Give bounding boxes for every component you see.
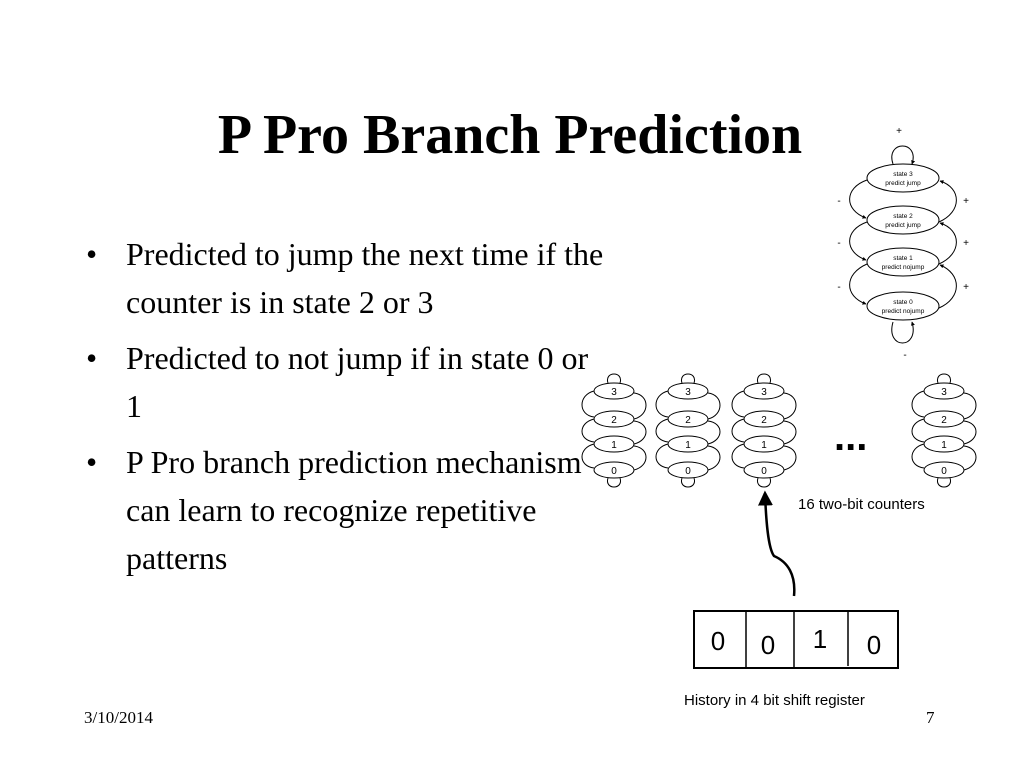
index-arrow-icon — [757, 490, 796, 597]
slide-title: P Pro Branch Prediction — [217, 104, 803, 166]
bullet-text: P Pro branch prediction mechanism can le… — [126, 444, 582, 576]
bullet-dot-icon: • — [86, 236, 98, 272]
counter-state — [593, 461, 635, 479]
bullet-item: • Predicted to jump the next time if the … — [84, 230, 604, 326]
counter-state-label: 2 — [761, 415, 767, 426]
plus-label: + — [963, 196, 969, 207]
bullet-list: • Predicted to jump the next time if the … — [84, 230, 604, 590]
minus-label: - — [837, 282, 840, 293]
state-node — [866, 205, 940, 235]
counter-state-label: 3 — [941, 387, 947, 398]
state-node — [866, 163, 940, 193]
state-label: state 2 — [893, 213, 913, 220]
counter-state-label: 0 — [761, 466, 767, 477]
counter-state — [667, 461, 709, 479]
minus-label: - — [837, 196, 840, 207]
counter-state — [743, 461, 785, 479]
history-bit: 0 — [761, 630, 775, 660]
bullet-item: • Predicted to not jump if in state 0 or … — [84, 334, 604, 430]
counter-state-label: 0 — [611, 466, 617, 477]
bullet-item: • P Pro branch prediction mechanism can l… — [84, 438, 604, 582]
counter-state-label: 2 — [941, 415, 947, 426]
history-register — [693, 610, 899, 669]
state-node — [866, 291, 940, 321]
bullet-dot-icon: • — [86, 340, 98, 376]
two-bit-counter: 3 2 1 0 — [911, 373, 977, 488]
history-bit: 0 — [867, 630, 881, 660]
minus-label: - — [903, 350, 906, 361]
plus-label: + — [896, 126, 902, 137]
counter-state-label: 3 — [685, 387, 691, 398]
counter-state-label: 3 — [761, 387, 767, 398]
state-prediction: predict nojump — [882, 308, 925, 315]
state-label: state 3 — [893, 171, 913, 178]
two-bit-counter: 3 2 1 0 — [581, 373, 647, 488]
history-bit: 0 — [711, 626, 725, 656]
counter-state-label: 2 — [685, 415, 691, 426]
counter-state — [923, 461, 965, 479]
counter-state-label: 1 — [611, 440, 617, 451]
counter-array: 3 2 1 0 3 2 1 0 3 2 1 0 3 2 1 0 — [581, 373, 977, 488]
state-label: state 1 — [893, 255, 913, 262]
ellipsis: ... — [834, 415, 867, 459]
two-bit-counter: 3 2 1 0 — [731, 373, 797, 488]
history-caption: History in 4 bit shift register — [684, 692, 865, 709]
bullet-text: Predicted to jump the next time if the c… — [126, 236, 604, 320]
counter-state-label: 3 — [611, 387, 617, 398]
state-machine — [849, 145, 957, 344]
counter-state-label: 1 — [685, 440, 691, 451]
bullet-text: Predicted to not jump if in state 0 or 1 — [126, 340, 589, 424]
plus-label: + — [963, 238, 969, 249]
state-prediction: predict jump — [885, 180, 921, 187]
bullet-dot-icon: • — [86, 444, 98, 480]
state-node — [866, 247, 940, 277]
counter-state-label: 0 — [685, 466, 691, 477]
counter-state-label: 2 — [611, 415, 617, 426]
history-bit: 1 — [813, 624, 827, 654]
two-bit-counter: 3 2 1 0 — [655, 373, 721, 488]
state-label: state 0 — [893, 299, 913, 306]
counter-state-label: 1 — [941, 440, 947, 451]
counters-caption: 16 two-bit counters — [798, 496, 925, 513]
counter-state-label: 1 — [761, 440, 767, 451]
counter-state-label: 0 — [941, 466, 947, 477]
minus-label: - — [837, 238, 840, 249]
page-number: 7 — [926, 708, 935, 727]
state-prediction: predict jump — [885, 222, 921, 229]
plus-label: + — [963, 282, 969, 293]
state-prediction: predict nojump — [882, 264, 925, 271]
footer-date: 3/10/2014 — [84, 708, 153, 727]
